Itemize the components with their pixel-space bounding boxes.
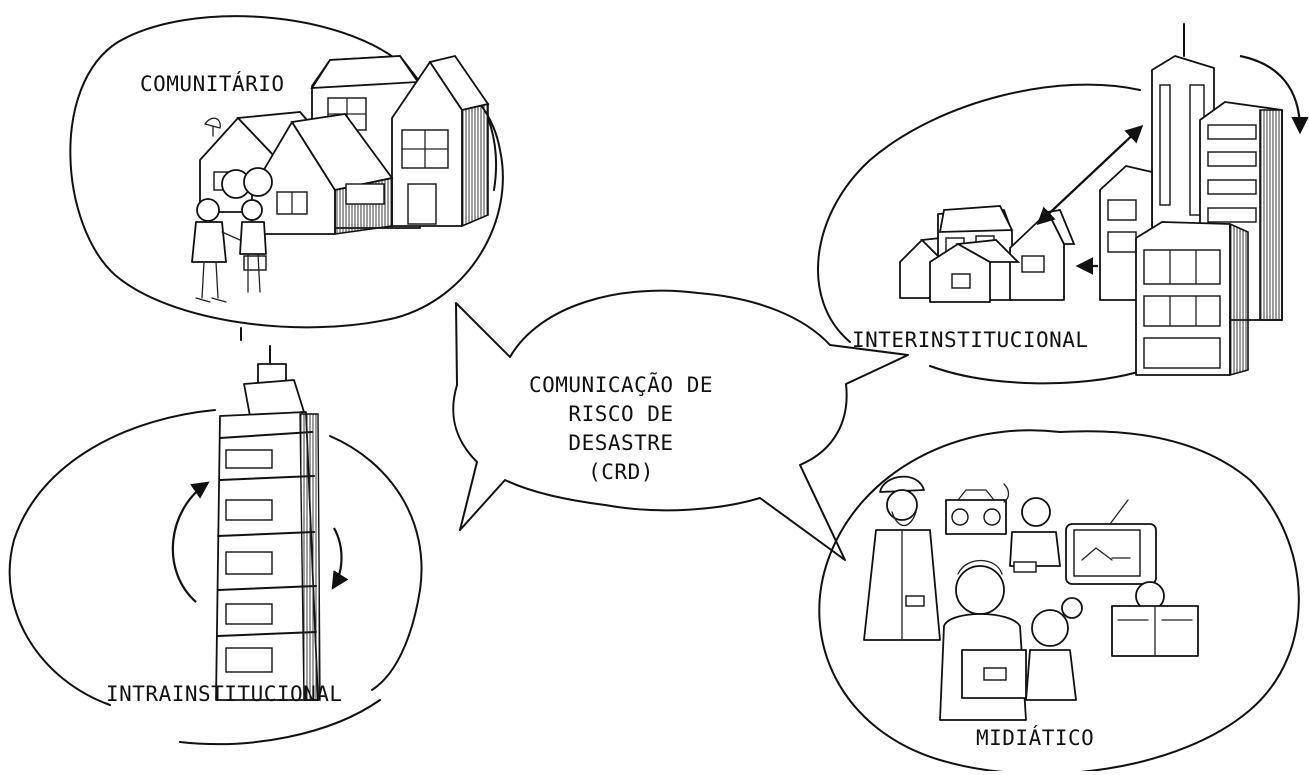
label-intrainstitucional: INTRAINSTITUCIONAL (106, 682, 343, 706)
people-talking-illustration (191, 167, 273, 303)
center-title-line-3: DESASTRE (568, 431, 673, 455)
node-midiatico: MIDIÁTICO (818, 429, 1300, 775)
center-speech-bubble (452, 289, 909, 561)
interinstitucional-circle (816, 83, 1141, 343)
houses-illustration (199, 54, 490, 235)
media-people-illustration (863, 475, 1199, 721)
node-interinstitucional: INTERINSTITUCIONAL (816, 23, 1309, 385)
label-interinstitucional: INTERINSTITUCIONAL (852, 328, 1089, 352)
label-midiatico: MIDIÁTICO (976, 725, 1094, 750)
small-houses-illustration (899, 205, 1076, 303)
center-title-line-1: COMUNICAÇÃO DE (529, 371, 713, 397)
interinstitucional-arrows (1036, 54, 1309, 275)
office-tower-illustration (215, 345, 321, 701)
center-title-line-2: RISCO DE (568, 402, 673, 426)
comunitario-circle (69, 15, 504, 329)
node-intrainstitucional: INTRAINSTITUCIONAL (8, 345, 423, 746)
center-title-line-4: (CRD) (588, 460, 654, 484)
label-comunitario: COMUNITÁRIO (140, 71, 285, 96)
node-comunitario: COMUNITÁRIO (69, 15, 504, 341)
intrainstitucional-arrows (171, 481, 349, 603)
city-towers-illustration (1099, 23, 1283, 377)
center-title: COMUNICAÇÃO DE RISCO DE DESASTRE (CRD) (529, 371, 713, 484)
intrainstitucional-circle (8, 409, 216, 706)
